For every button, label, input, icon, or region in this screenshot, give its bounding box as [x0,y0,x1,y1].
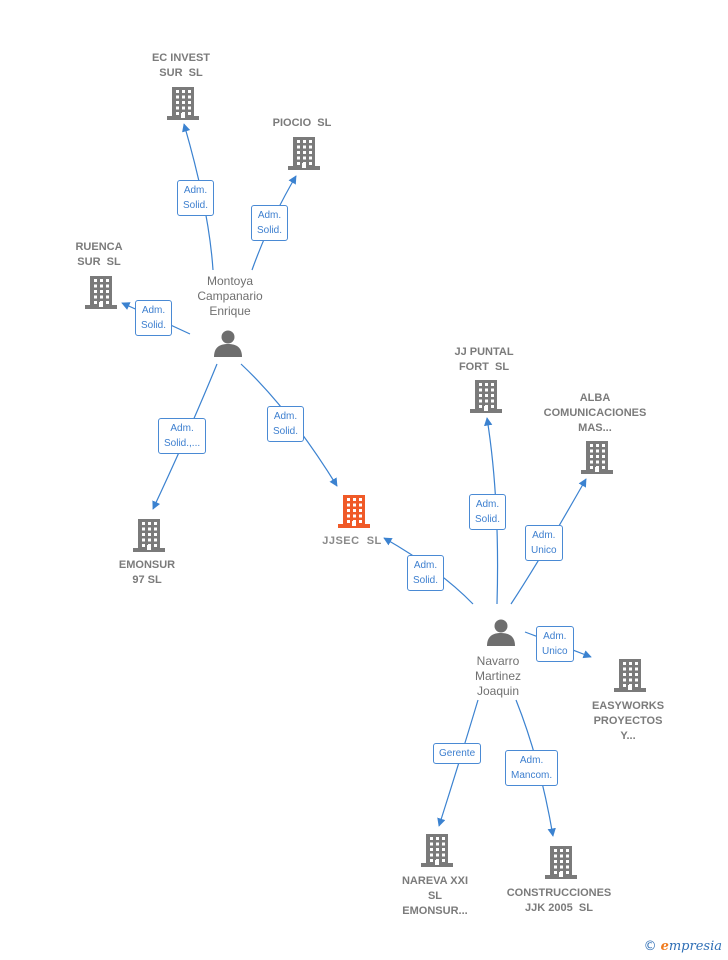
building-icon-easyworks[interactable] [613,657,647,693]
building-icon-construcciones[interactable] [544,844,578,880]
brand-name: mpresia [668,939,722,954]
node-label-emonsur97[interactable]: EMONSUR 97 SL [118,559,176,586]
edge-label-montoya-piocio[interactable]: Adm. Solid. [251,205,289,241]
edge-label-montoya-emonsur97[interactable]: Adm. Solid.,... [158,418,207,454]
node-label-ec_invest[interactable]: EC INVEST SUR SL [151,52,211,79]
edge-label-montoya-ruenca[interactable]: Adm. Solid. [135,300,173,336]
building-icon-ec_invest[interactable] [166,85,200,121]
brand-initial: e [660,939,669,954]
edge-label-navarro-jj_puntal[interactable]: Adm. Solid. [469,494,507,530]
node-label-piocio[interactable]: PIOCIO SL [272,117,332,129]
building-icon-alba[interactable] [580,439,614,475]
node-label-nareva[interactable]: NAREVA XXI SL EMONSUR... [401,875,469,917]
building-icon-jjsec[interactable] [337,493,371,529]
person-icon-montoya[interactable] [213,328,243,358]
node-label-alba[interactable]: ALBA COMUNICACIONES MAS... [543,392,647,434]
edge-label-navarro-jjsec[interactable]: Adm. Solid. [407,555,445,591]
node-label-easyworks[interactable]: EASYWORKS PROYECTOS Y... [591,700,665,742]
edge-label-navarro-easyworks[interactable]: Adm. Unico [536,626,574,662]
building-icon-piocio[interactable] [287,135,321,171]
node-label-montoya[interactable]: Montoya Campanario Enrique [197,274,263,318]
building-icon-nareva[interactable] [420,832,454,868]
edge-label-navarro-nareva[interactable]: Gerente [433,743,482,764]
person-icon-navarro[interactable] [486,617,516,647]
building-icon-ruenca[interactable] [84,274,118,310]
building-icon-emonsur97[interactable] [132,517,166,553]
node-label-jj_puntal[interactable]: JJ PUNTAL FORT SL [454,346,514,373]
empresia-logo[interactable]: ©empresia [644,939,722,954]
building-icon-jj_puntal[interactable] [469,378,503,414]
node-label-jjsec[interactable]: JJSEC SL [322,535,382,547]
edge-label-montoya-jjsec[interactable]: Adm. Solid. [267,406,305,442]
node-label-navarro[interactable]: Navarro Martinez Joaquin [474,654,522,698]
node-label-ruenca[interactable]: RUENCA SUR SL [75,241,123,268]
edge-label-navarro-construcciones[interactable]: Adm. Mancom. [505,750,559,786]
edge-label-navarro-alba[interactable]: Adm. Unico [525,525,563,561]
node-label-construcciones[interactable]: CONSTRUCCIONES JJK 2005 SL [506,887,612,914]
copyright-icon: © [643,939,657,954]
edge-label-montoya-ec_invest[interactable]: Adm. Solid. [177,180,215,216]
